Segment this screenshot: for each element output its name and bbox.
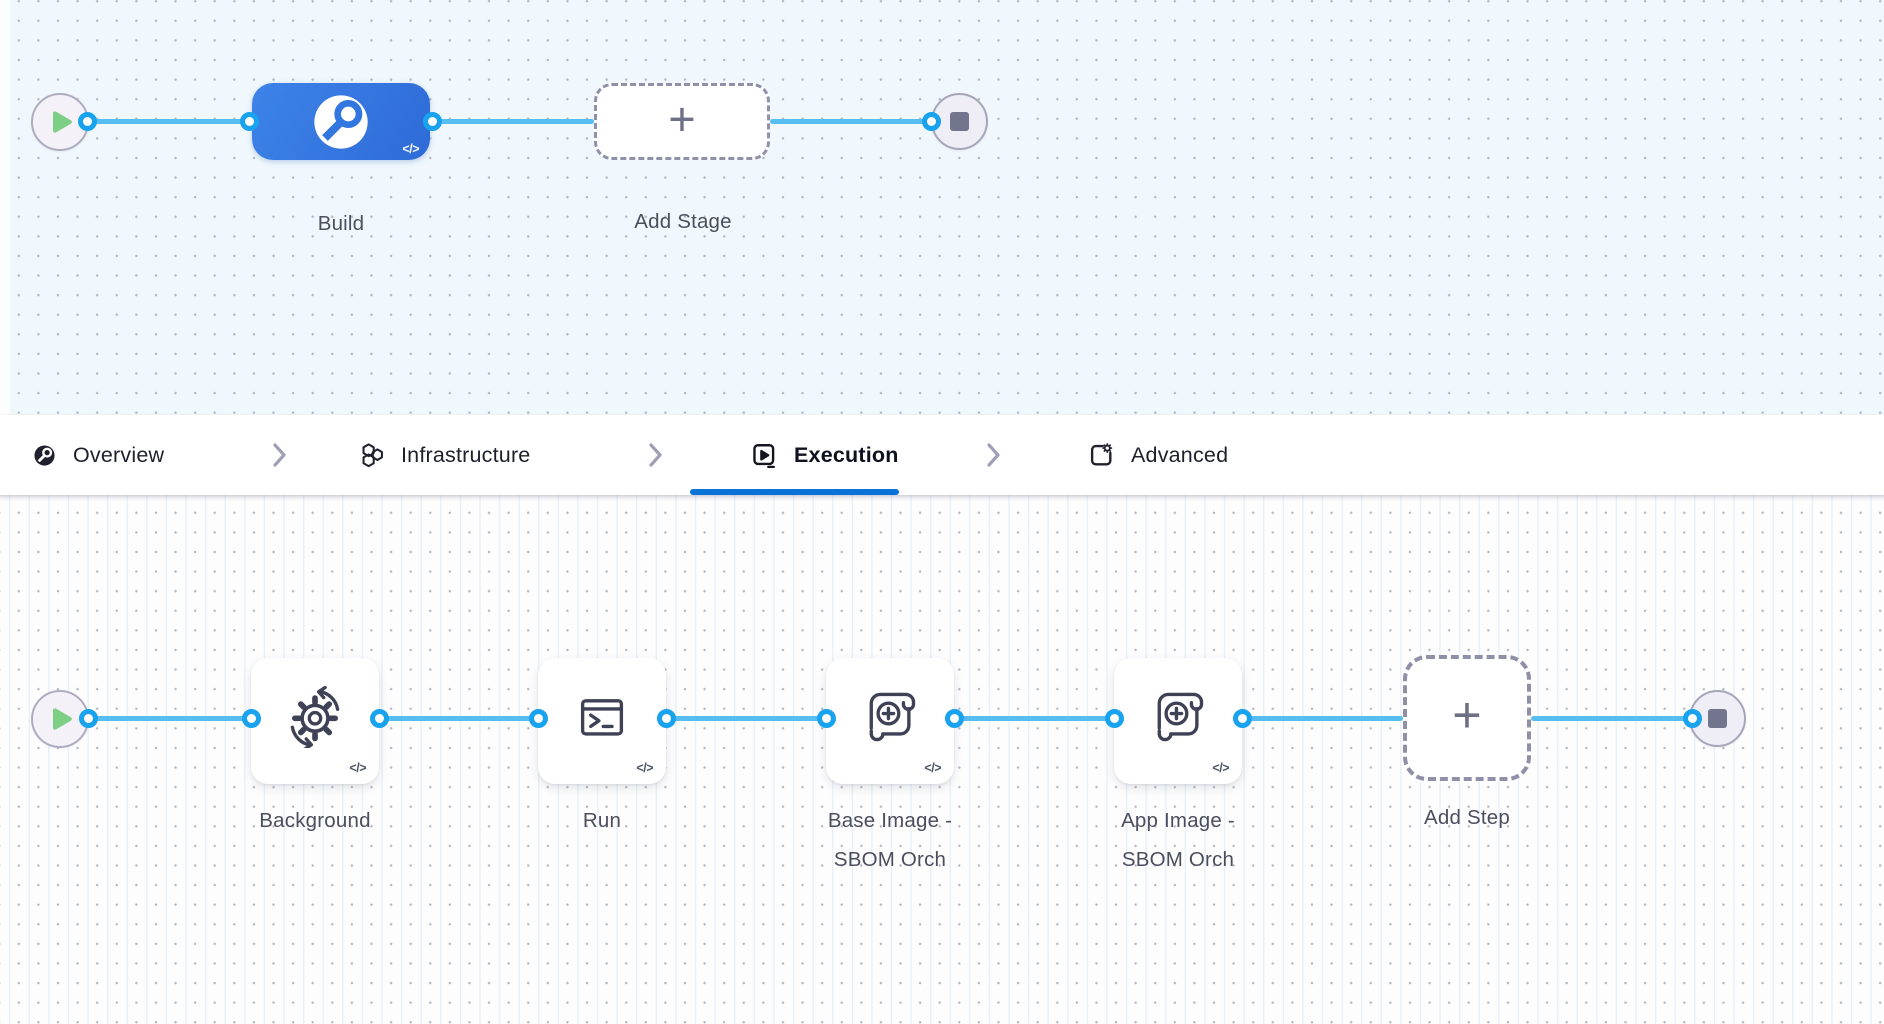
edge (1531, 716, 1692, 721)
yaml-code-badge: </> (402, 142, 419, 156)
connector-dot (240, 112, 259, 131)
connector-dot (529, 709, 548, 728)
execution-canvas[interactable]: </> </> (0, 495, 1884, 1024)
background-sync-gear-icon (284, 686, 346, 748)
run-terminal-icon (572, 695, 632, 747)
sbom-scroll-icon (1147, 692, 1209, 748)
step-label-background: Background (259, 809, 371, 832)
stage-node-build[interactable]: </> (252, 83, 430, 160)
connector-dot (242, 709, 261, 728)
chevron-right-icon (648, 415, 664, 495)
stage-label-build: Build (317, 212, 365, 235)
connector-dot (1105, 709, 1124, 728)
edge-start-to-build (88, 119, 250, 124)
connector-dot (78, 112, 97, 131)
edge (954, 716, 1114, 721)
ci-build-icon (309, 90, 373, 154)
connector-dot (657, 709, 676, 728)
connector-dot (817, 709, 836, 728)
chevron-right-icon (986, 415, 1002, 495)
connector-dot (922, 112, 941, 131)
steps-start-node (31, 690, 89, 748)
step-node-background[interactable]: </> (251, 658, 379, 784)
edge-build-to-addstage (433, 119, 594, 124)
play-icon (52, 110, 73, 134)
connector-dot (79, 709, 98, 728)
sbom-scroll-icon (859, 692, 921, 748)
connector-dot (1683, 709, 1702, 728)
execution-play-box-icon (751, 442, 777, 468)
yaml-code-badge: </> (636, 761, 653, 775)
step-label-app-image-sbom-orch: App Image - SBOM Orch (1121, 809, 1235, 871)
active-tab-underline (690, 489, 899, 495)
edge (1242, 716, 1403, 721)
connector-dot (370, 709, 389, 728)
play-icon (52, 707, 73, 731)
tab-label: Execution (794, 442, 899, 467)
tab-label: Advanced (1131, 442, 1229, 467)
stop-icon (950, 112, 969, 131)
infrastructure-hexagons-icon (358, 442, 384, 468)
step-label-run: Run (582, 809, 622, 832)
connector-dot (1233, 709, 1252, 728)
tab-overview[interactable]: Overview (33, 415, 164, 495)
chevron-right-icon (272, 415, 288, 495)
canvas-gutter (0, 0, 10, 415)
edge (88, 716, 251, 721)
plus-icon: + (1452, 687, 1482, 743)
stop-icon (1708, 709, 1727, 728)
tab-label: Overview (73, 442, 165, 467)
add-step-button[interactable]: + (1403, 655, 1531, 781)
tab-label: Infrastructure (401, 442, 531, 467)
add-stage-button[interactable]: + (594, 83, 770, 160)
connector-dot (423, 112, 442, 131)
tab-advanced[interactable]: Advanced (1088, 415, 1228, 495)
connector-dot (945, 709, 964, 728)
step-node-run[interactable]: </> (538, 658, 666, 784)
stage-canvas[interactable]: </> + Build Add Stage (0, 0, 1884, 415)
yaml-code-badge: </> (349, 761, 366, 775)
edge (379, 716, 538, 721)
stage-label-add-stage: Add Stage (634, 210, 732, 233)
yaml-code-badge: </> (924, 761, 941, 775)
overview-icon (33, 444, 56, 467)
step-label-add-step: Add Step (1424, 806, 1510, 829)
step-node-app-image-sbom-orch[interactable]: </> (1114, 658, 1242, 784)
edge (666, 716, 826, 721)
tab-infrastructure[interactable]: Infrastructure (358, 415, 530, 495)
yaml-code-badge: </> (1212, 761, 1229, 775)
tab-execution[interactable]: Execution (751, 415, 899, 495)
step-node-base-image-sbom-orch[interactable]: </> (826, 658, 954, 784)
plus-icon: + (668, 91, 696, 145)
edge-addstage-to-end (770, 119, 932, 124)
stage-config-tabbar: Overview Infrastructure (0, 415, 1884, 495)
step-label-base-image-sbom-orch: Base Image - SBOM Orch (827, 809, 953, 871)
advanced-gear-box-icon (1088, 442, 1114, 468)
pipeline-end-node (931, 93, 988, 150)
